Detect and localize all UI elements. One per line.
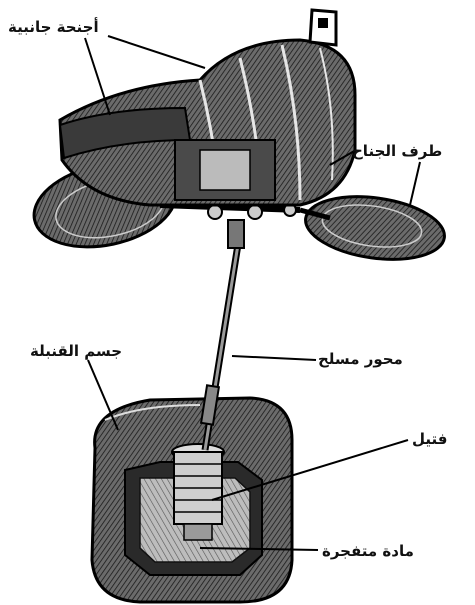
label-explosive: مادة متفجرة	[322, 542, 414, 560]
label-side-wings: أجنحة جانبية	[8, 18, 99, 36]
label-bomb-body: جسم القنبلة	[30, 342, 122, 360]
right-wing-tip	[302, 189, 449, 268]
label-fuse: فتيل	[412, 430, 447, 448]
leader-side-wings-1	[108, 36, 205, 68]
leader-shaft	[232, 356, 316, 360]
label-threaded-shaft: محور مسلح	[318, 350, 403, 368]
label-wing-tip: طرف الجناح	[352, 142, 442, 160]
leader-wing-tip-2	[410, 162, 420, 205]
